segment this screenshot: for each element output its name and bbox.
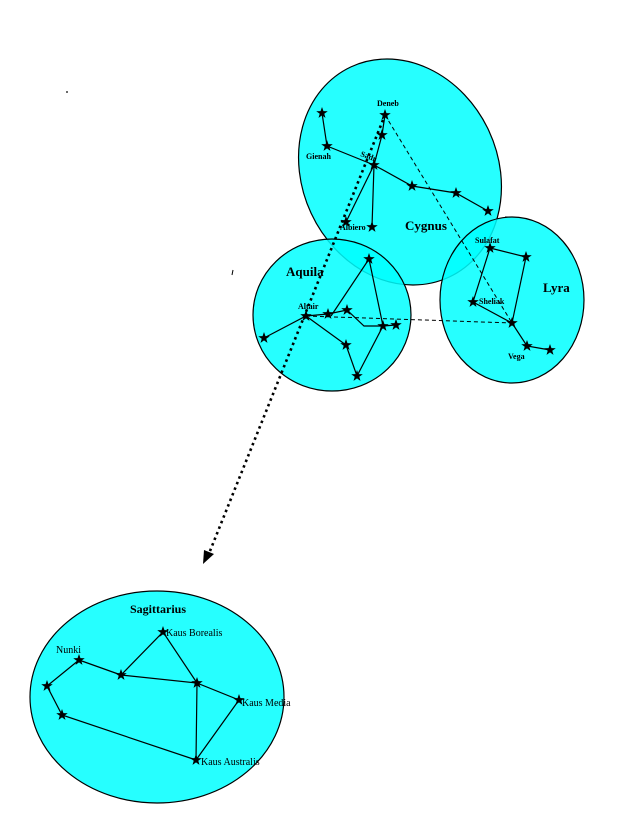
arrowhead-icon xyxy=(203,550,214,564)
aquila-label: Aquila xyxy=(286,264,324,279)
cygnus-label: Cygnus xyxy=(405,218,447,233)
cygnus-lines xyxy=(321,112,513,324)
sagittarius-region xyxy=(29,590,285,804)
gienah-label: Gienah xyxy=(306,152,331,161)
nunki-label: Nunki xyxy=(56,645,81,656)
kaus-australis-label: Kaus Australis xyxy=(201,757,260,768)
sheliak-label: Sheliak xyxy=(479,297,505,306)
albireo-label: Albiero xyxy=(340,223,366,232)
sagittarius-label: Sagittarius xyxy=(130,602,186,616)
sulafat-label: Sulafat xyxy=(475,236,500,245)
kaus-media-label: Kaus Media xyxy=(242,698,291,709)
deneb-label: Deneb xyxy=(377,99,399,108)
lyra-label: Lyra xyxy=(543,280,570,295)
lyra-region xyxy=(439,216,585,384)
direction-arrow xyxy=(206,119,385,557)
vega-label: Vega xyxy=(508,352,525,361)
altair-label: Altair xyxy=(298,302,319,311)
stray-mark xyxy=(231,269,234,276)
kaus-borealis-label: Kaus Borealis xyxy=(166,628,222,639)
stray-dot xyxy=(66,91,68,93)
